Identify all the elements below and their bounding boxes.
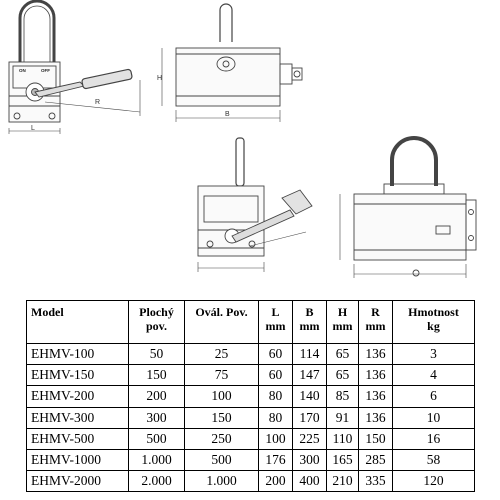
table-row: EHMV-1000 1.000 500 176 300 165 285 58: [26, 448, 475, 472]
cell-h: 210: [326, 470, 359, 493]
cell-r: 136: [358, 364, 393, 387]
cell-b: 400: [292, 470, 327, 493]
table-row: EHMV-300 300 150 80 170 91 136 10: [26, 406, 475, 429]
cell-b: 147: [292, 364, 327, 387]
cell-model: EHMV-1000: [26, 448, 129, 472]
cell-r: 136: [358, 406, 393, 429]
front-view-small: [161, 3, 303, 122]
cell-oval-load: 500: [184, 448, 259, 472]
cell-l: 60: [258, 364, 293, 387]
header-oval-load: Ovál. Pov.: [184, 300, 259, 344]
cell-l: 60: [258, 342, 293, 366]
cell-weight: 120: [392, 470, 475, 493]
side-view-small: [8, 0, 141, 134]
cell-l: 100: [258, 427, 293, 450]
cell-l: 80: [258, 385, 293, 408]
switch-on-label: ON: [19, 68, 26, 73]
cell-weight: 4: [392, 364, 475, 387]
table-row: EHMV-500 500 250 100 225 110 150 16: [26, 427, 475, 450]
cell-b: 140: [292, 385, 327, 408]
cell-model: EHMV-200: [26, 385, 129, 408]
switch-off-label: OFF: [41, 68, 50, 73]
cell-h: 165: [326, 448, 359, 472]
table-row: EHMV-150 150 75 60 147 65 136 4: [26, 364, 475, 387]
cell-b: 114: [292, 342, 327, 366]
cell-model: EHMV-2000: [26, 470, 129, 493]
cell-r: 285: [358, 448, 393, 472]
table-row: EHMV-2000 2.000 1.000 200 400 210 335 12…: [26, 470, 475, 493]
cell-flat-load: 200: [128, 385, 185, 408]
cell-model: EHMV-150: [26, 364, 129, 387]
dim-label-l: L: [31, 125, 35, 132]
cell-h: 91: [326, 406, 359, 429]
dim-label-b: B: [225, 111, 230, 118]
cell-weight: 16: [392, 427, 475, 450]
cell-weight: 3: [392, 342, 475, 366]
dim-label-r: R: [95, 99, 100, 106]
cell-weight: 6: [392, 385, 475, 408]
dim-label-h: H: [157, 75, 162, 82]
cell-h: 110: [326, 427, 359, 450]
technical-drawings: ON OFF L R B H: [8, 0, 477, 278]
cell-oval-load: 100: [184, 385, 259, 408]
cell-oval-load: 25: [184, 342, 259, 366]
cell-h: 65: [326, 364, 359, 387]
cell-l: 200: [258, 470, 293, 493]
cell-model: EHMV-100: [26, 342, 129, 366]
cell-flat-load: 500: [128, 427, 185, 450]
cell-flat-load: 50: [128, 342, 185, 366]
cell-model: EHMV-500: [26, 427, 129, 450]
cell-r: 136: [358, 342, 393, 366]
cell-flat-load: 150: [128, 364, 185, 387]
cell-l: 80: [258, 406, 293, 429]
cell-b: 170: [292, 406, 327, 429]
cell-flat-load: 2.000: [128, 470, 185, 493]
cell-model: EHMV-300: [26, 406, 129, 429]
cell-r: 335: [358, 470, 393, 493]
cell-weight: 58: [392, 448, 475, 472]
table-row: EHMV-100 50 25 60 114 65 136 3: [26, 342, 475, 366]
cell-h: 65: [326, 342, 359, 366]
cell-flat-load: 1.000: [128, 448, 185, 472]
cell-oval-load: 150: [184, 406, 259, 429]
side-view-large: [197, 137, 313, 272]
cell-flat-load: 300: [128, 406, 185, 429]
cell-r: 150: [358, 427, 393, 450]
cell-b: 225: [292, 427, 327, 450]
cell-oval-load: 75: [184, 364, 259, 387]
cell-weight: 10: [392, 406, 475, 429]
header-model: Model: [26, 300, 129, 344]
cell-h: 85: [326, 385, 359, 408]
cell-b: 300: [292, 448, 327, 472]
cell-l: 176: [258, 448, 293, 472]
table-row: EHMV-200 200 100 80 140 85 136 6: [26, 385, 475, 408]
front-view-large: [339, 136, 477, 278]
cell-r: 136: [358, 385, 393, 408]
cell-oval-load: 1.000: [184, 470, 259, 493]
cell-oval-load: 250: [184, 427, 259, 450]
